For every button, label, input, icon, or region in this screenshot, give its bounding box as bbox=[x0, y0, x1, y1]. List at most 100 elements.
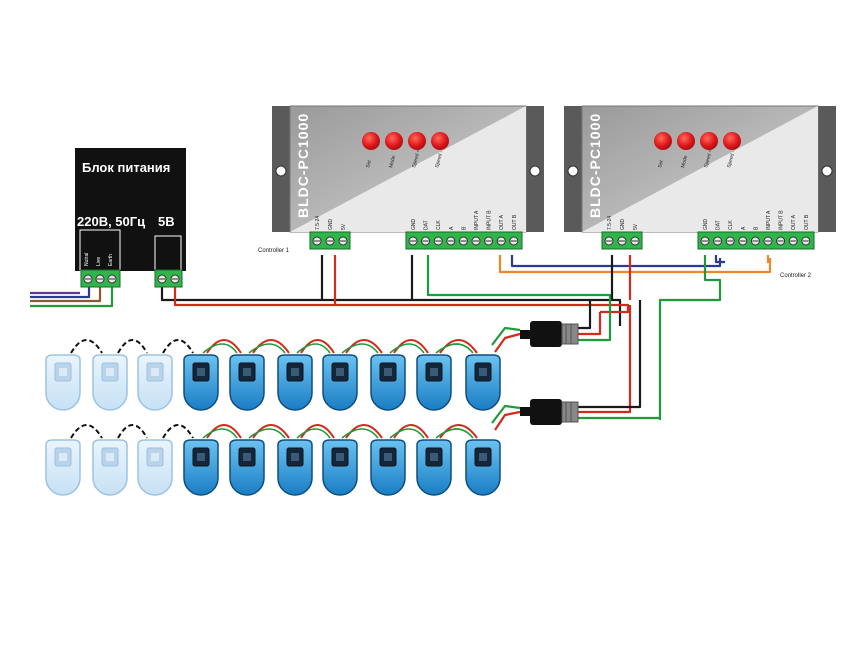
controller-data-pin-label: OUT B bbox=[512, 214, 518, 230]
terminal-label-earth: Earth bbox=[108, 254, 114, 266]
dashed-link bbox=[70, 424, 103, 439]
wire-row2-feed-green bbox=[491, 404, 521, 424]
power-supply-title: Блок питания bbox=[82, 160, 170, 175]
controller-button-1[interactable] bbox=[654, 132, 672, 150]
wire-psu-black bbox=[160, 287, 622, 326]
link-wire-green bbox=[248, 343, 286, 354]
link-wire-red bbox=[393, 339, 429, 354]
controller-power-pin-label: GND bbox=[620, 219, 626, 231]
led-modules bbox=[45, 339, 501, 496]
wire-c1-green bbox=[426, 255, 612, 326]
power-supply-input-label: 220В, 50Гц bbox=[77, 214, 145, 229]
power-supply-body bbox=[75, 148, 186, 271]
wire-mains-brown bbox=[30, 286, 102, 303]
wire-c1-orange bbox=[498, 255, 772, 274]
wire-conn2-black bbox=[578, 300, 642, 409]
controller-button-4[interactable] bbox=[431, 132, 449, 150]
link-wire-red bbox=[206, 339, 242, 354]
terminal-label-nutral: Nutral bbox=[84, 253, 90, 266]
led-module bbox=[465, 354, 501, 411]
led-module bbox=[277, 354, 313, 411]
wire-psu-red bbox=[173, 287, 630, 314]
link-wire-red bbox=[345, 339, 383, 354]
link-wire-green bbox=[341, 428, 379, 439]
controller-button-label: Set bbox=[657, 159, 665, 168]
controller-button-3[interactable] bbox=[408, 132, 426, 150]
led-module bbox=[465, 439, 501, 496]
link-wire-red bbox=[439, 339, 478, 354]
link-wire-red bbox=[252, 424, 290, 439]
controller-data-pin-label: GND bbox=[703, 219, 709, 231]
link-wire-green bbox=[296, 343, 331, 354]
led-module-faded bbox=[45, 439, 81, 496]
controllers: BLDC-PC1000 Set Mode Speed + Speed - 7.5-24 GN… bbox=[258, 105, 836, 279]
led-module-faded bbox=[92, 439, 128, 496]
link-wire-red bbox=[393, 424, 429, 439]
led-module bbox=[416, 354, 452, 411]
controller-data-pin-label: OUT B bbox=[804, 214, 810, 230]
led-module bbox=[183, 439, 219, 496]
link-wire-red bbox=[206, 424, 242, 439]
controller-data-pin-label: INPUT B bbox=[487, 210, 493, 230]
controller-power-pin-label: GND bbox=[328, 219, 334, 231]
dashed-link bbox=[70, 339, 103, 354]
led-module bbox=[229, 439, 265, 496]
controller-power-pin-label: 7.5-24 bbox=[315, 216, 321, 230]
dashed-link bbox=[162, 424, 194, 439]
link-wire-green bbox=[435, 428, 474, 439]
led-module-faded bbox=[137, 354, 173, 411]
power-supply-output-label: 5В bbox=[158, 214, 175, 229]
controller-model: BLDC-PC1000 bbox=[587, 113, 603, 218]
wire-conn1-black bbox=[578, 300, 592, 330]
link-wire-green bbox=[296, 428, 331, 439]
controller-power-pin-label: 5V bbox=[341, 223, 347, 230]
controller-button-4[interactable] bbox=[723, 132, 741, 150]
controller-data-pin-label: INPUT B bbox=[779, 210, 785, 230]
controller-data-pin-label: CLK bbox=[728, 220, 734, 230]
wire-conn1-green bbox=[578, 326, 612, 342]
led-module-faded bbox=[92, 354, 128, 411]
controller-button-label: Speed + bbox=[703, 149, 714, 169]
controller-button-3[interactable] bbox=[700, 132, 718, 150]
wire-mains-green bbox=[30, 286, 114, 308]
wire-conn1-red bbox=[578, 312, 602, 336]
controller-button-2[interactable] bbox=[385, 132, 403, 150]
link-wire-red bbox=[300, 339, 335, 354]
link-wire-green bbox=[202, 428, 238, 439]
controller-label: Controller 1 bbox=[258, 248, 290, 254]
controller-button-2[interactable] bbox=[677, 132, 695, 150]
controller-button-label: Speed - bbox=[726, 150, 736, 169]
wire-conn2-red bbox=[578, 305, 632, 414]
link-wire-green bbox=[389, 428, 425, 439]
controller-button-label: Mode bbox=[388, 155, 397, 169]
wire-row1-feed-green bbox=[491, 326, 521, 346]
wire-c2-green bbox=[658, 255, 722, 420]
power-supply-input-terminal-block bbox=[80, 269, 121, 288]
led-module-faded bbox=[137, 439, 173, 496]
controller-button-label: Mode bbox=[680, 155, 689, 169]
dashed-link bbox=[162, 339, 194, 354]
controller-model: BLDC-PC1000 bbox=[295, 113, 311, 218]
controller-data-pin-label: B bbox=[461, 226, 467, 230]
dashed-link bbox=[117, 424, 148, 439]
led-module bbox=[322, 439, 358, 496]
controller-data-pin-label: GND bbox=[411, 219, 417, 231]
controller-button-1[interactable] bbox=[362, 132, 380, 150]
wire-row2-feed-red bbox=[494, 410, 521, 431]
controller-data-pin-label: A bbox=[449, 226, 455, 230]
link-wire-red bbox=[345, 424, 383, 439]
wire-c1-blue bbox=[510, 255, 722, 268]
controller-data-pin-label: A bbox=[741, 226, 747, 230]
led-module bbox=[183, 354, 219, 411]
link-wire-red bbox=[439, 424, 478, 439]
controller-power-pin-label: 7.5-24 bbox=[607, 216, 613, 230]
power-connector-2 bbox=[520, 399, 579, 425]
led-module bbox=[229, 354, 265, 411]
link-wire-green bbox=[202, 343, 238, 354]
power-supply: Блок питания 220В, 50Гц 5В Nutral Live E… bbox=[75, 148, 186, 288]
terminal-label-live: Live bbox=[96, 257, 102, 266]
led-module bbox=[416, 439, 452, 496]
controller-data-pin-label: DAT bbox=[716, 220, 722, 230]
wire-mains-blue bbox=[30, 286, 91, 299]
